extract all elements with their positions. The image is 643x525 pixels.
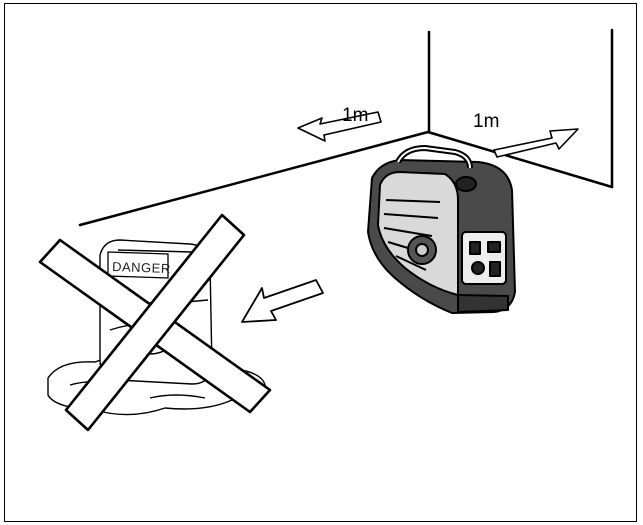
room-walls bbox=[78, 28, 614, 227]
generator-base bbox=[457, 294, 509, 313]
danger-sign-text: DANGER bbox=[112, 259, 171, 276]
floor-back-edge bbox=[78, 130, 430, 227]
clearance-arrow-left bbox=[297, 111, 382, 142]
clearance-right-label: 1m bbox=[473, 111, 499, 132]
portable-generator-icon bbox=[367, 145, 516, 314]
generator-fuel-cap bbox=[455, 176, 477, 192]
clearance-left-label: 1m bbox=[342, 105, 368, 126]
danger-sign bbox=[107, 251, 169, 279]
cross-out-icon bbox=[38, 213, 272, 432]
direction-arrow bbox=[241, 279, 324, 323]
clearance-arrow-right bbox=[493, 128, 579, 158]
floor-right-edge bbox=[426, 130, 614, 189]
